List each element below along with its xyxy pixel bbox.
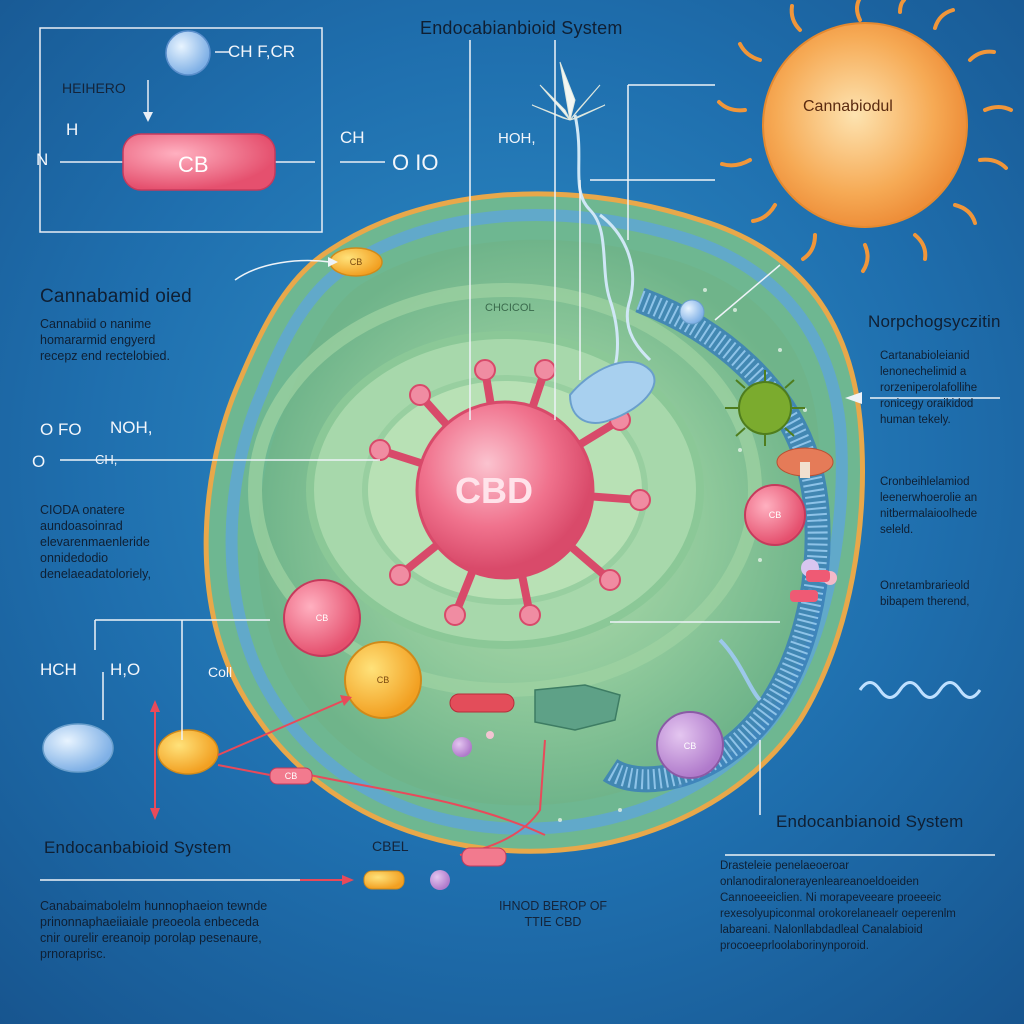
title-top: Endocabianbioid System [420, 18, 623, 38]
pink-ball [283, 579, 361, 657]
formula-ch-label: CH [340, 128, 365, 147]
left-chem-ofo: O FO [40, 420, 82, 439]
right-text-3: Onretambrarieold bibapem therend, [880, 580, 970, 608]
cell-inner-label: CHCICOL [485, 302, 535, 314]
formula-io-label: O IO [392, 150, 439, 175]
left-text: Cannabiid o nanime homararmid engyerd re… [40, 317, 170, 363]
left-chem-ch: CH, [95, 452, 118, 467]
bottom-chem-hch: HCH [40, 660, 77, 679]
purple-ball-right [656, 711, 724, 779]
left-heading: Cannabamid oied [40, 286, 192, 307]
bottom-chem-coll: Coll [208, 664, 233, 680]
red-pill-center [449, 693, 515, 713]
right-text-1: Cartanabioleianid lenonechelimid a rorze… [880, 350, 978, 426]
formula-box [39, 27, 385, 233]
formula-n-label: N [36, 150, 49, 169]
pink-ball-right [744, 484, 806, 546]
bottom-right-heading: Endocanbianoid System [776, 812, 964, 831]
green-organelle [534, 684, 621, 731]
cb-capsule-label: CB [178, 152, 209, 177]
small-purple-ball [452, 737, 472, 757]
orange-ball [344, 641, 422, 719]
pill-label-pink-mid: CB [315, 613, 329, 623]
cbel-label: CBEL [372, 838, 409, 854]
green-spiky-particle [725, 370, 805, 446]
bottom-right-text: Drasteleie penelaeoeroar onlanodiraloner… [720, 860, 956, 952]
pill-label-orange-top: CB [349, 257, 363, 267]
cannabinoid-sun [717, 0, 1013, 273]
bottom-chem-h2o: H,O [110, 660, 141, 679]
pill-label-pink-small: CB [284, 771, 298, 781]
neuron [573, 114, 652, 381]
cbd-label: CBD [455, 470, 533, 511]
bottom-left-text: Canabaimabolelm hunnophaeion tewnde prin… [40, 899, 268, 961]
right-heading: Norpchogsyczitin [868, 312, 1001, 331]
right-text-2: Cronbeihlelamiod leenerwhoerolie an nitb… [880, 476, 978, 536]
blue-cell-left [42, 723, 114, 773]
orange-cell-left [157, 729, 219, 775]
formula-h-label: H [66, 120, 79, 139]
cb-capsule [122, 133, 276, 191]
bottom-left-heading: Endocanbabioid System [44, 838, 232, 857]
left-text-2: CIODA onatere aundoasoinrad elevarenmaen… [40, 503, 151, 581]
pill-label-orange-ball: CB [376, 675, 390, 685]
cannabis-leaf [531, 61, 606, 121]
blue-molecule [165, 30, 211, 76]
left-chem-noh: NOH, [110, 418, 153, 437]
formula-side-label: HEIHERO [62, 80, 126, 96]
leaf-label: HOH, [498, 130, 536, 147]
squiggle-right [858, 681, 982, 699]
center-bottom-text: IHNOD BEROP OF TTIE CBD [498, 899, 608, 929]
formula-chem-top: CH F,CR [228, 42, 296, 61]
pill-label-pink-right: CB [768, 510, 782, 520]
left-chem-o: O [32, 452, 46, 471]
pill-label-purple-right: CB [683, 741, 697, 751]
sun-label: Cannabiodul [803, 98, 893, 115]
